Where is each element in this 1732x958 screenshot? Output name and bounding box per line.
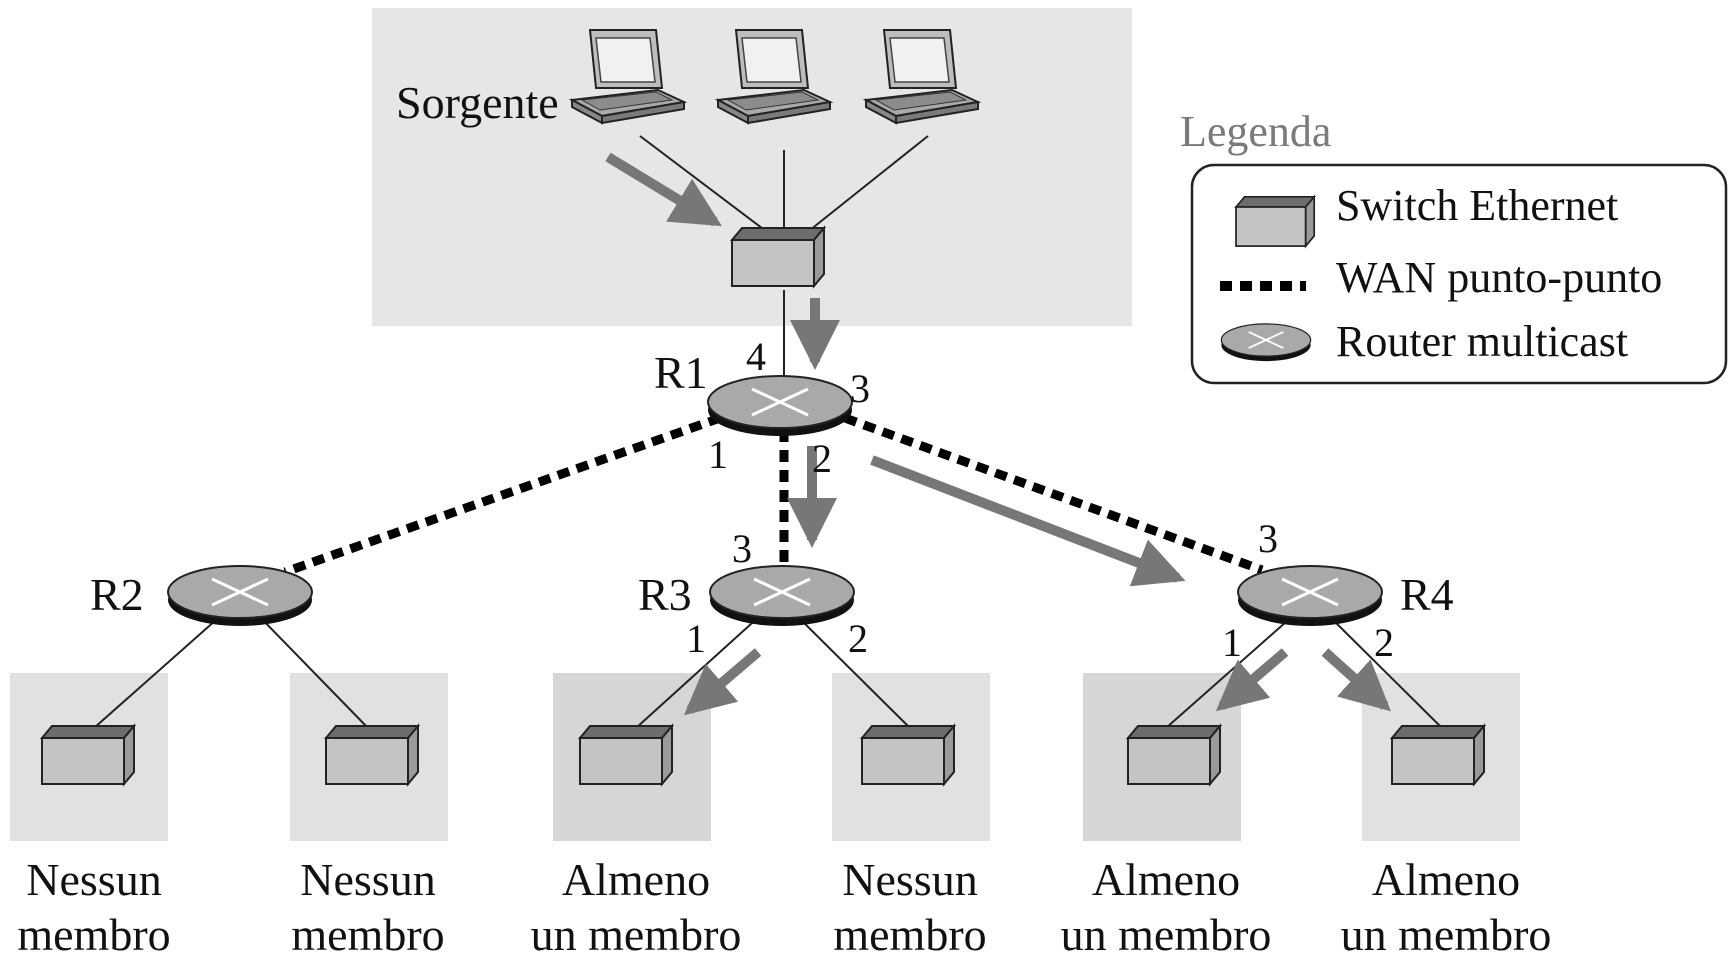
port-label: 2 [812,436,832,481]
router-label-r2: R2 [90,569,144,620]
source-label: Sorgente [396,77,559,128]
lan-caption-2: Nessun [300,854,435,905]
switch-icon [1127,725,1221,785]
port-label: 3 [732,526,752,571]
lan-caption-3b: un membro [531,909,742,958]
legend-item-switch: Switch Ethernet [1336,181,1618,230]
lan-areas [10,673,1520,841]
router-label-r3: R3 [638,569,692,620]
router-icon [1236,564,1384,628]
port-label: 2 [1374,620,1394,665]
port-label: 1 [1222,620,1242,665]
port-label: 3 [850,366,870,411]
router-icon [706,374,854,438]
router-icon [1220,322,1312,363]
flow-arrow-r4-lan1 [1215,648,1289,712]
legend-item-router: Router multicast [1336,317,1628,366]
switch-icon [1391,725,1485,785]
lan-caption-1b: membro [17,909,170,958]
legend-item-wan: WAN punto-punto [1336,253,1662,302]
switch-icon [579,725,673,785]
port-label: 1 [686,616,706,661]
legend: Legenda Switch Ethernet WAN punto-punto … [1180,107,1728,385]
lan-caption-5: Almeno [1092,854,1240,905]
port-label: 4 [746,334,766,379]
lan-caption-1: Nessun [26,854,161,905]
router-icon [708,564,856,628]
lan-caption-4: Nessun [842,854,977,905]
multicast-flow-arrows [605,152,1391,716]
switch-icon [861,725,955,785]
wan-links [283,413,1264,577]
legend-title: Legenda [1180,107,1331,156]
flow-arrow-r4-lan2 [1321,648,1391,712]
router-label-r4: R4 [1400,569,1454,620]
router-label-r1: R1 [654,347,708,398]
port-label: 1 [708,432,728,477]
legend-box [1190,163,1728,385]
lan-caption-2b: membro [291,909,444,958]
switch-icon [41,725,135,785]
lan-caption-4b: membro [833,909,986,958]
switch-icon [731,227,825,287]
port-label: 2 [848,616,868,661]
flow-arrow-source [605,152,722,227]
switch-icon [325,725,419,785]
lan-caption-6: Almeno [1372,854,1520,905]
lan-caption-3: Almeno [562,854,710,905]
flow-arrow-to-r4 [870,455,1186,587]
switch-icon [1235,195,1316,247]
router-icon [166,564,314,628]
lan-captions: Nessun membro Nessun membro Almeno un me… [17,854,1551,958]
port-label: 3 [1258,516,1278,561]
lan-caption-6b: un membro [1341,909,1552,958]
flow-arrow-r3-lan1 [683,648,762,716]
lan-caption-5b: un membro [1061,909,1272,958]
